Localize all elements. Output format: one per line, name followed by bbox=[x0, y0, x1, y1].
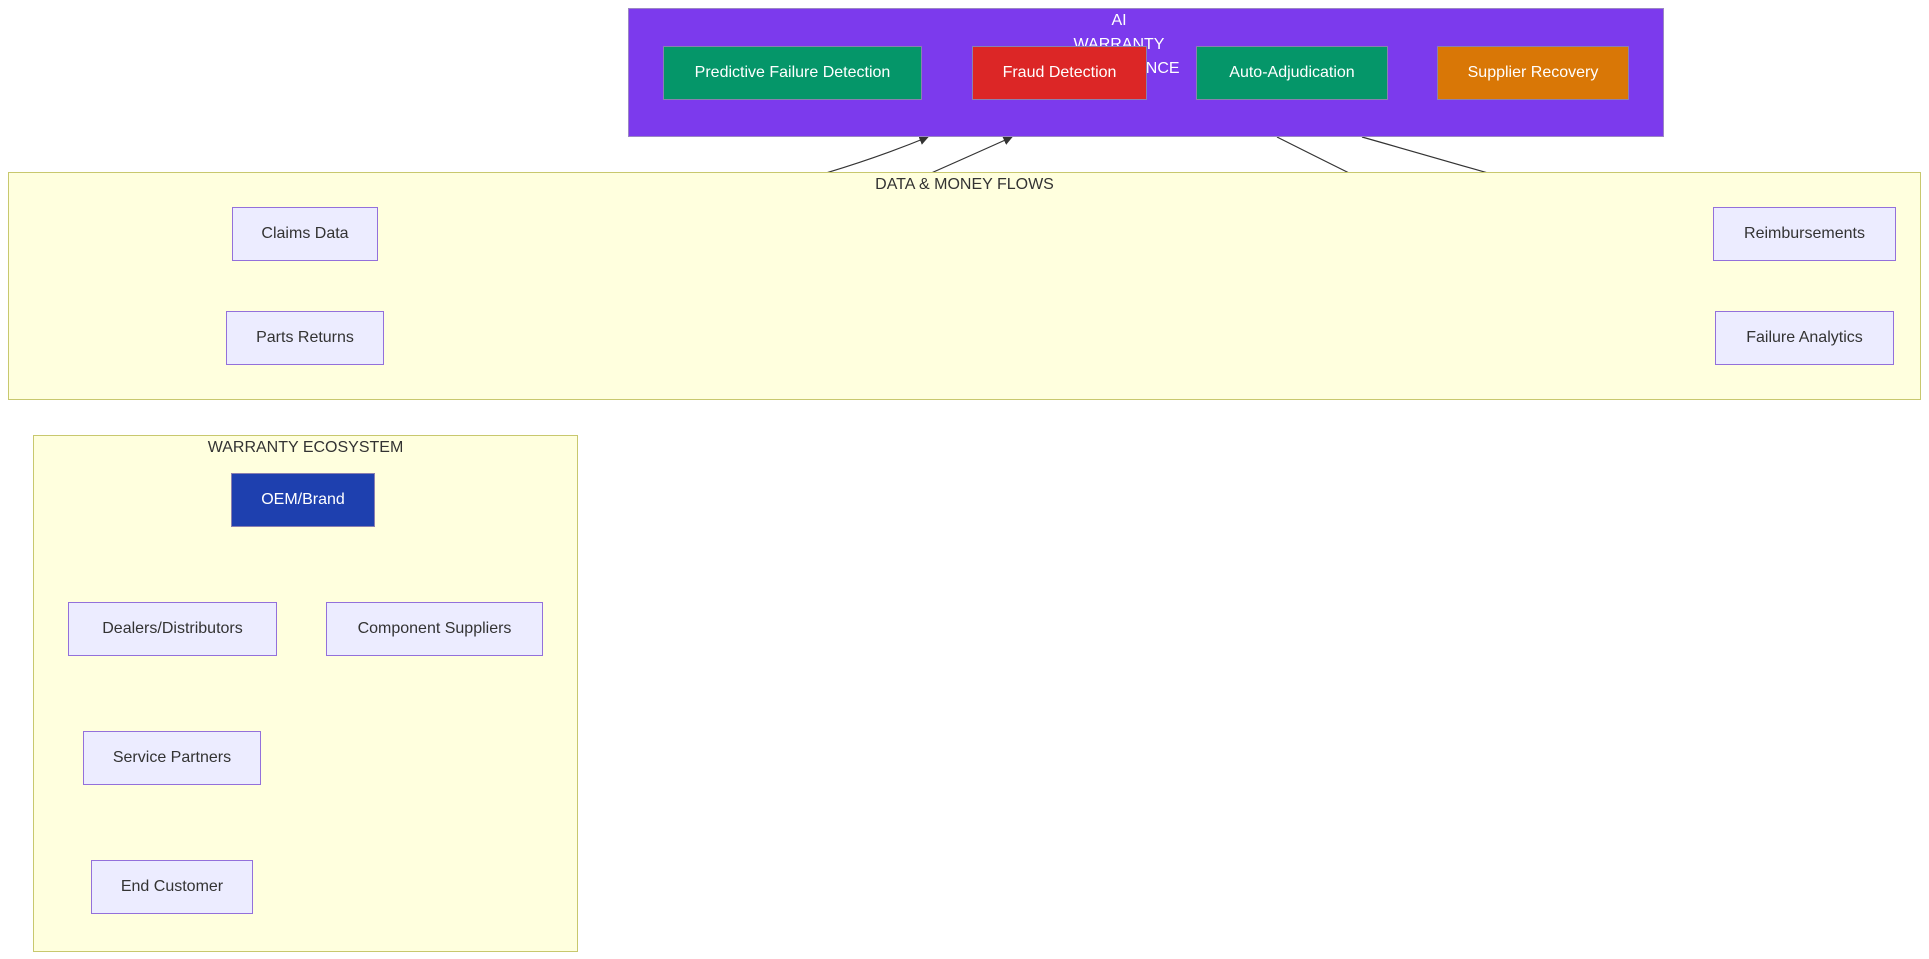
failure-analytics-node[interactable]: Failure Analytics bbox=[1715, 311, 1894, 365]
auto-adjudication-node[interactable]: Auto-Adjudication bbox=[1196, 46, 1388, 100]
fraud-detection-node[interactable]: Fraud Detection bbox=[972, 46, 1147, 100]
component-suppliers-node[interactable]: Component Suppliers bbox=[326, 602, 543, 656]
predictive-failure-detection-label: Predictive Failure Detection bbox=[694, 64, 891, 81]
supplier-recovery-label: Supplier Recovery bbox=[1467, 64, 1599, 81]
component-suppliers-label: Component Suppliers bbox=[357, 620, 512, 637]
oem-brand-node[interactable]: OEM/Brand bbox=[231, 473, 375, 527]
reimbursements-label: Reimbursements bbox=[1744, 225, 1865, 242]
supplier-recovery-node[interactable]: Supplier Recovery bbox=[1437, 46, 1629, 100]
claims-data-node[interactable]: Claims Data bbox=[232, 207, 378, 261]
reimbursements-node[interactable]: Reimbursements bbox=[1713, 207, 1896, 261]
claims-data-label: Claims Data bbox=[261, 225, 349, 242]
parts-returns-node[interactable]: Parts Returns bbox=[226, 311, 384, 365]
fraud-detection-label: Fraud Detection bbox=[1002, 64, 1117, 81]
oem-brand-label: OEM/Brand bbox=[261, 491, 345, 508]
service-partners-label: Service Partners bbox=[112, 749, 232, 766]
auto-adjudication-label: Auto-Adjudication bbox=[1229, 64, 1355, 81]
end-customer-node[interactable]: End Customer bbox=[91, 860, 253, 914]
service-partners-node[interactable]: Service Partners bbox=[83, 731, 261, 785]
dealers-distributors-node[interactable]: Dealers/Distributors bbox=[68, 602, 277, 656]
end-customer-label: End Customer bbox=[120, 878, 224, 895]
flows-group-title: DATA & MONEY FLOWS bbox=[875, 176, 1054, 193]
predictive-failure-detection-node[interactable]: Predictive Failure Detection bbox=[663, 46, 922, 100]
failure-analytics-label: Failure Analytics bbox=[1746, 329, 1863, 346]
parts-returns-label: Parts Returns bbox=[256, 329, 354, 346]
ecosystem-group-title: WARRANTY ECOSYSTEM bbox=[207, 439, 404, 456]
dealers-distributors-label: Dealers/Distributors bbox=[102, 620, 243, 637]
